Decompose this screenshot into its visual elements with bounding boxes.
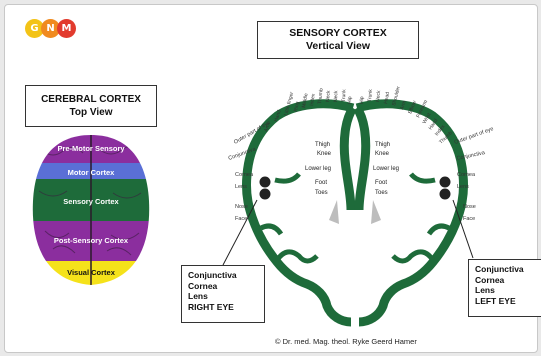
eye-left-lens: Lens bbox=[188, 291, 258, 302]
left-eye-box: Conjunctiva Cornea Lens LEFT EYE bbox=[468, 259, 541, 317]
left-ventricle bbox=[329, 200, 339, 224]
label-toes-right: Toes bbox=[375, 190, 388, 196]
gnm-logo: G N M bbox=[25, 19, 73, 38]
logo-letter-m: M bbox=[57, 19, 76, 38]
copyright-text: © Dr. med. Mag. theol. Ryke Geerd Hamer bbox=[275, 337, 417, 346]
eye-right-conjunctiva: Conjunctiva bbox=[475, 264, 535, 275]
diagram-frame: G N M CEREBRAL CORTEX Top View Pre-Motor… bbox=[4, 4, 538, 353]
label-knee-right: Knee bbox=[375, 151, 390, 157]
right-eye-marker-2 bbox=[439, 188, 451, 200]
eye-left-cornea: Cornea bbox=[188, 281, 258, 292]
label-nose-left: Nose bbox=[235, 204, 248, 210]
label-foot-right: Foot bbox=[375, 180, 387, 186]
right-top-labels: Hip Trunk Neck Head Shoulder Arm Elbow F… bbox=[359, 85, 454, 145]
label-trunk-right: Trunk bbox=[367, 89, 374, 102]
right-ventricle bbox=[371, 200, 381, 224]
label-lower-leg-left: Lower leg bbox=[305, 166, 331, 172]
sensory-cortex-title-box: SENSORY CORTEX Vertical View bbox=[257, 21, 419, 59]
post-sensory-label: Post-Sensory Cortex bbox=[54, 236, 129, 245]
label-face-right: Face bbox=[463, 216, 475, 222]
label-cornea-left: Cornea bbox=[235, 172, 254, 178]
left-top-labels: Arm Hand Little finger Ring Middle Index… bbox=[263, 88, 353, 133]
visual-label: Visual Cortex bbox=[67, 268, 116, 277]
label-cornea-right: Cornea bbox=[457, 172, 476, 178]
label-lower-leg-right: Lower leg bbox=[373, 166, 399, 172]
label-hip-right: Hip bbox=[359, 96, 365, 104]
label-neck-left: Neck bbox=[325, 90, 332, 102]
cerebral-subtitle: Top View bbox=[26, 106, 156, 119]
cerebral-cortex-title-box: CEREBRAL CORTEX Top View bbox=[25, 85, 157, 127]
motor-label: Motor Cortex bbox=[68, 168, 115, 177]
label-nose-right: Nose bbox=[463, 204, 476, 210]
label-hip-left: Hip bbox=[347, 96, 353, 104]
eye-left-caption: RIGHT EYE bbox=[188, 302, 258, 313]
label-outer-eye-right: Outer part of eye bbox=[454, 126, 495, 146]
sensory-subtitle: Vertical View bbox=[258, 40, 418, 53]
right-eye-marker-1 bbox=[439, 176, 451, 188]
label-lens-left: Lens bbox=[235, 184, 247, 190]
label-neck2-left: Neck bbox=[333, 90, 339, 102]
sensory-label: Sensory Cortex bbox=[63, 197, 119, 206]
left-eye-marker-1 bbox=[259, 176, 271, 188]
eye-right-cornea: Cornea bbox=[475, 275, 535, 286]
inner-right-labels: Thigh Knee Lower leg Foot Toes bbox=[373, 142, 399, 196]
label-thigh-right: Thigh bbox=[375, 142, 390, 148]
label-neck-right: Neck bbox=[375, 90, 382, 102]
right-medial-cortex bbox=[357, 108, 366, 210]
cerebral-title: CEREBRAL CORTEX bbox=[26, 93, 156, 106]
left-medial-cortex bbox=[344, 108, 353, 210]
inner-left-labels: Thigh Knee Lower leg Foot Toes bbox=[305, 142, 332, 196]
eye-right-caption: LEFT EYE bbox=[475, 296, 535, 307]
label-thigh-left: Thigh bbox=[315, 142, 330, 148]
eye-left-conjunctiva: Conjunctiva bbox=[188, 270, 258, 281]
eye-right-lens: Lens bbox=[475, 285, 535, 296]
label-toes-left: Toes bbox=[315, 190, 328, 196]
label-lens-right: Lens bbox=[457, 184, 469, 190]
right-eye-box: Conjunctiva Cornea Lens RIGHT EYE bbox=[181, 265, 265, 323]
top-view-brain: Pre-Motor Sensory Motor Cortex Sensory C… bbox=[23, 131, 159, 289]
left-eye-marker-2 bbox=[259, 188, 271, 200]
premotor-label: Pre-Motor Sensory bbox=[57, 144, 125, 153]
sensory-title: SENSORY CORTEX bbox=[258, 27, 418, 40]
label-knee-left: Knee bbox=[317, 151, 332, 157]
label-foot-left: Foot bbox=[315, 180, 327, 186]
label-face-left: Face bbox=[235, 216, 247, 222]
